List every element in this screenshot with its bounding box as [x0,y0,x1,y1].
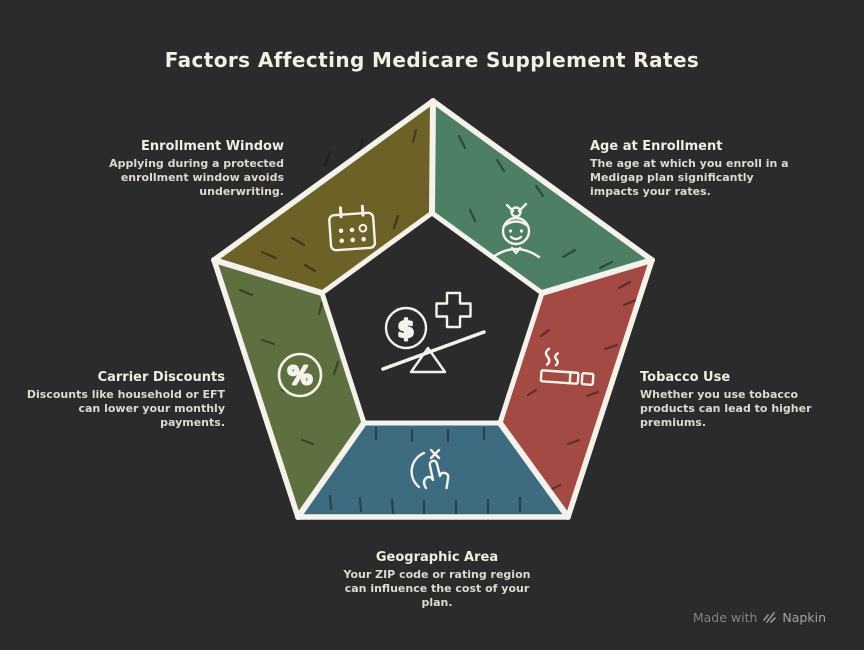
segment-carrier-discounts [214,260,364,517]
section-description: Discounts like household or EFT can lowe… [26,387,225,430]
section-description: The age at which you enroll in a Medigap… [590,156,789,199]
location-tap-icon [410,448,450,490]
section-heading: Tobacco Use [640,370,731,385]
napkin-logo-icon [763,612,777,623]
watermark-made-with: Made with [692,610,758,625]
section-heading: Carrier Discounts [97,370,225,385]
section-description: Your ZIP code or rating region can influ… [343,567,531,610]
segment-tobacco-use [500,260,652,517]
segment-texture [260,128,418,273]
section-description: Whether you use tobacco products can lea… [640,387,812,430]
segment-enrollment-window [214,101,433,293]
watermark-brand: Napkin [782,610,826,625]
section-geographic-area: Geographic Area Your ZIP code or rating … [317,550,557,610]
page-title: Factors Affecting Medicare Supplement Ra… [164,48,700,72]
section-carrier-discounts: Carrier Discounts Discounts like househo… [15,370,225,430]
section-description: Applying during a protected enrollment w… [109,156,284,199]
dollar-glyph: $ [398,315,415,343]
segment-texture [457,134,632,290]
section-heading: Enrollment Window [140,139,284,154]
section-heading: Geographic Area [375,550,499,565]
calendar-icon [328,204,377,252]
section-enrollment-window: Enrollment Window Applying during a prot… [60,139,284,199]
pentagon-inner-outline [319,210,545,426]
cost-balance-icon: $ [381,291,486,374]
segment-age-at-enrollment [432,101,652,293]
percent-icon: % [277,352,323,398]
medical-cross-icon [435,291,472,329]
section-heading: Age at Enrollment [590,139,723,154]
cigarette-icon [539,347,595,386]
section-age-at-enrollment: Age at Enrollment The age at which you e… [590,139,820,199]
pentagon-spokes [211,98,655,520]
napkin-watermark[interactable]: Made with Napkin [693,610,826,625]
percent-glyph: % [287,361,312,390]
section-tobacco-use: Tobacco Use Whether you use tobacco prod… [640,370,840,430]
pentagon-outer-outline [211,98,655,520]
segment-geographic-area [298,423,568,517]
segment-texture [526,298,638,492]
segment-texture [328,426,522,516]
senior-person-icon [491,202,541,259]
